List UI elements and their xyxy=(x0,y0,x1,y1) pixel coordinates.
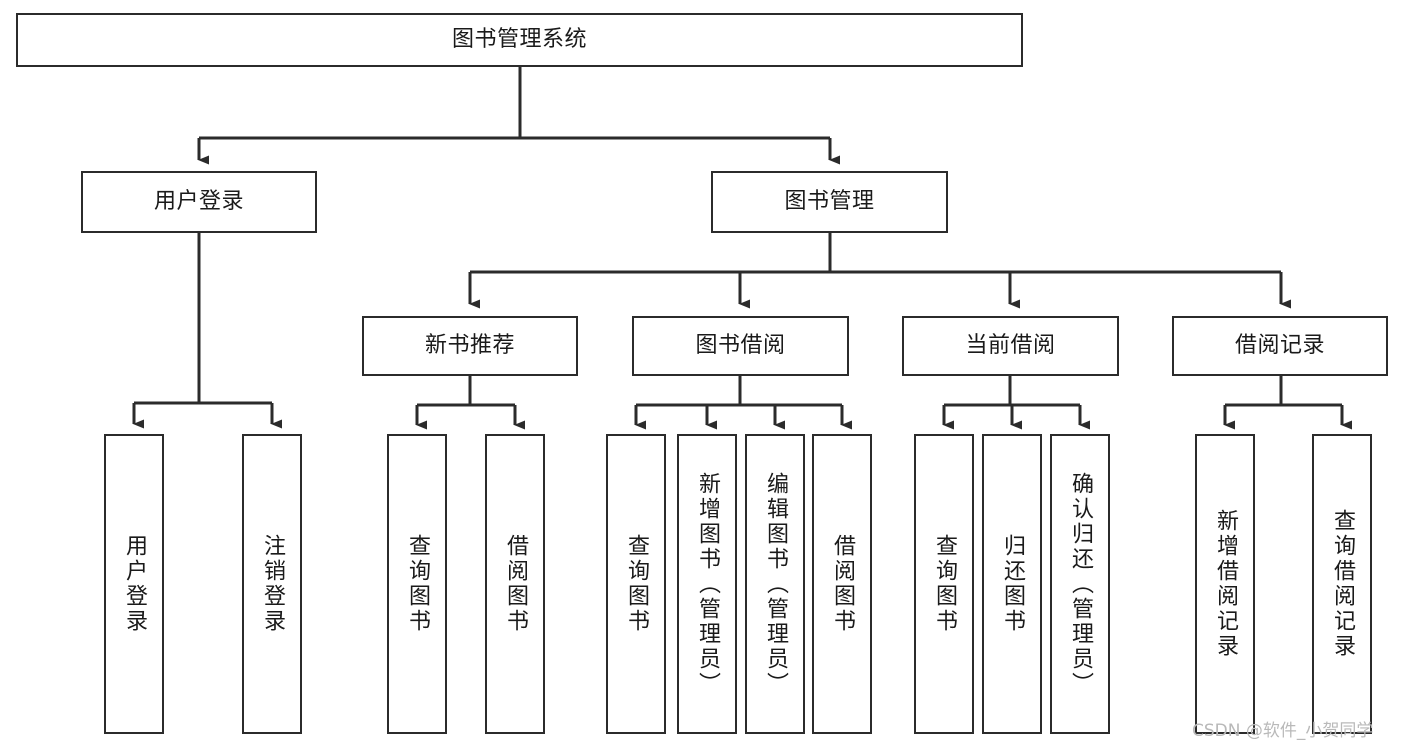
node-root-system[interactable]: 图书管理系统 xyxy=(16,13,1023,67)
csdn-watermark: CSDN @软件_小贺同学 xyxy=(1192,721,1374,741)
node-label: 确认归还（管理员） xyxy=(1068,471,1093,697)
node-label: 用户登录 xyxy=(153,189,244,215)
leaf-borrow-record-query[interactable]: 查询借阅记录 xyxy=(1312,434,1372,734)
leaf-book-borrow-add[interactable]: 新增图书（管理员） xyxy=(677,434,737,734)
connectors xyxy=(132,67,1352,430)
leaf-new-book-borrow[interactable]: 借阅图书 xyxy=(485,434,545,734)
node-label: 新书推荐 xyxy=(424,333,515,359)
node-label: 用户登录 xyxy=(122,534,147,634)
leaf-new-book-query[interactable]: 查询图书 xyxy=(387,434,447,734)
node-label: 当前借阅 xyxy=(965,333,1056,359)
leaf-user-login-signin[interactable]: 用户登录 xyxy=(104,434,164,734)
node-label: 查询图书 xyxy=(624,534,649,634)
leaf-user-login-signout[interactable]: 注销登录 xyxy=(242,434,302,734)
node-label: 查询借阅记录 xyxy=(1330,509,1355,659)
node-user-login[interactable]: 用户登录 xyxy=(81,171,317,233)
node-label: 查询图书 xyxy=(932,534,957,634)
node-label: 图书管理 xyxy=(784,189,875,215)
node-label: 新增图书（管理员） xyxy=(695,471,720,697)
leaf-book-borrow-query[interactable]: 查询图书 xyxy=(606,434,666,734)
node-borrow-record[interactable]: 借阅记录 xyxy=(1172,316,1388,376)
leaf-current-borrow-query[interactable]: 查询图书 xyxy=(914,434,974,734)
leaf-book-borrow-edit[interactable]: 编辑图书（管理员） xyxy=(745,434,805,734)
leaf-current-borrow-return[interactable]: 归还图书 xyxy=(982,434,1042,734)
node-book-borrow[interactable]: 图书借阅 xyxy=(632,316,849,376)
leaf-current-borrow-confirm-return[interactable]: 确认归还（管理员） xyxy=(1050,434,1110,734)
node-label: 新增借阅记录 xyxy=(1213,509,1238,659)
leaf-book-borrow-borrow[interactable]: 借阅图书 xyxy=(812,434,872,734)
node-label: 归还图书 xyxy=(1000,534,1025,634)
node-label: 图书借阅 xyxy=(695,333,786,359)
node-new-book-recommend[interactable]: 新书推荐 xyxy=(362,316,578,376)
node-label: 借阅图书 xyxy=(830,534,855,634)
leaf-borrow-record-add[interactable]: 新增借阅记录 xyxy=(1195,434,1255,734)
node-label: 图书管理系统 xyxy=(451,27,587,53)
node-label: 编辑图书（管理员） xyxy=(763,471,788,697)
node-label: 借阅记录 xyxy=(1234,333,1325,359)
node-label: 查询图书 xyxy=(405,534,430,634)
node-current-borrow[interactable]: 当前借阅 xyxy=(902,316,1119,376)
node-label: 注销登录 xyxy=(260,534,285,634)
node-book-management[interactable]: 图书管理 xyxy=(711,171,948,233)
node-label: 借阅图书 xyxy=(503,534,528,634)
